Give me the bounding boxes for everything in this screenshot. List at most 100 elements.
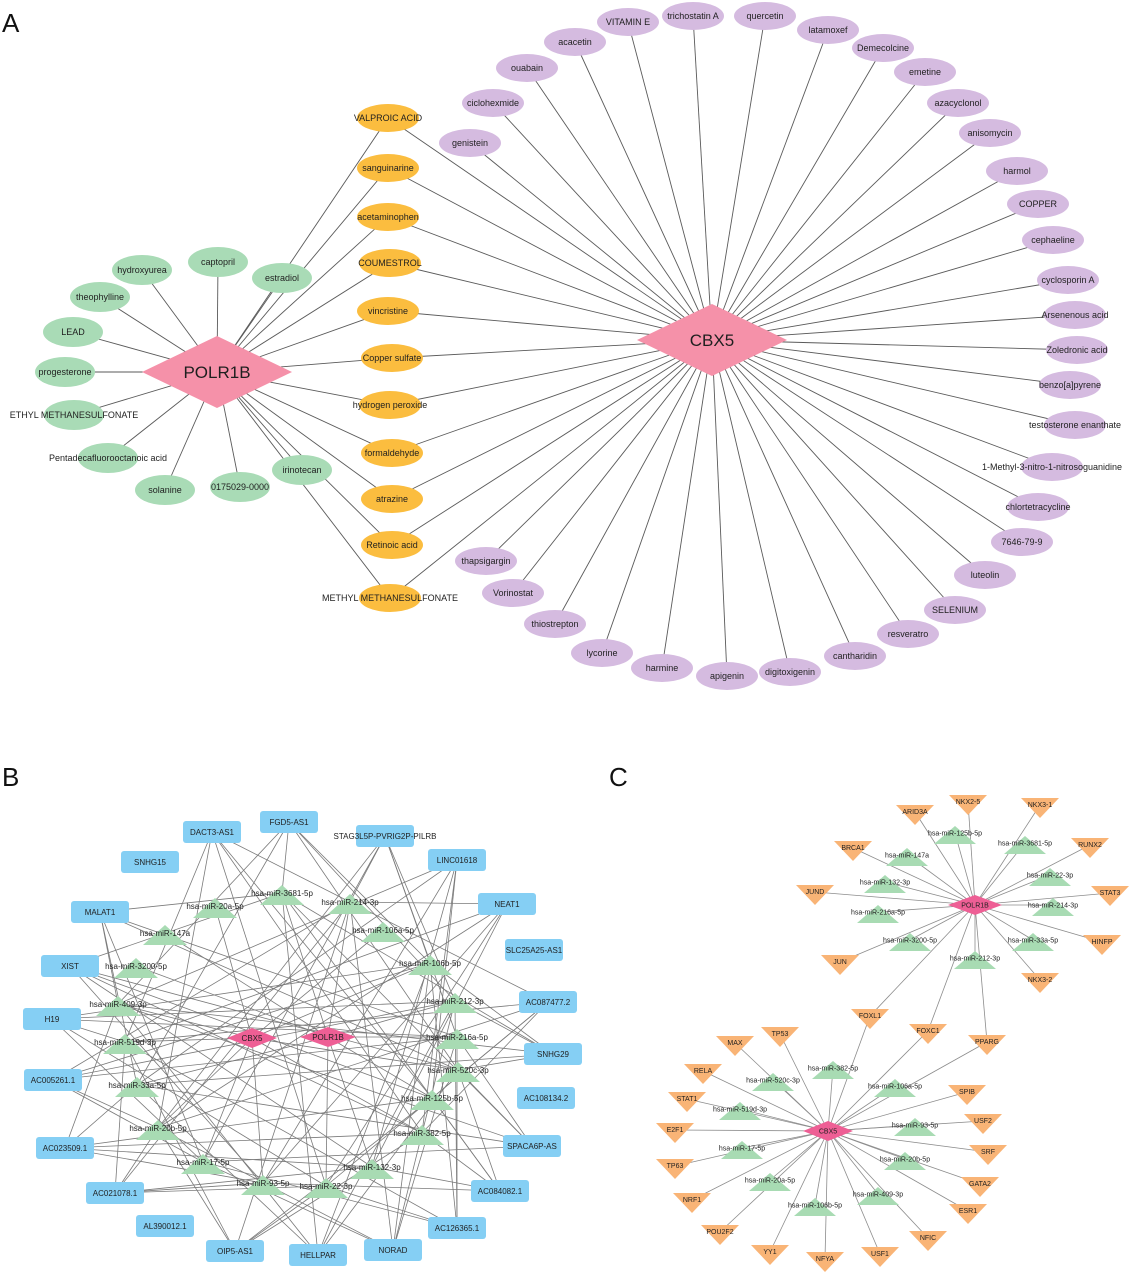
- cbx5-drug-node: ouabain: [496, 54, 558, 82]
- shared-drug-node-shape: [357, 154, 419, 182]
- shared-drug-node-label: hydrogen peroxide: [353, 400, 428, 410]
- drug-gene-edge: [711, 102, 959, 341]
- cbx5-drug-node-label: VITAMIN E: [606, 17, 650, 27]
- shared-drug-node-shape: [361, 531, 423, 559]
- mirna-node-shape: [114, 958, 158, 978]
- cbx5-drug-node: acacetin: [544, 28, 606, 56]
- tf-node: NFIC: [909, 1231, 947, 1251]
- gene-hub-cbx5: CBX5: [227, 1028, 277, 1048]
- lncrna-node: SNHG29: [524, 1043, 582, 1065]
- regulation-edge: [974, 804, 1041, 906]
- cbx5-drug-node-label: 7646-79-9: [1001, 537, 1042, 547]
- mirna-node: hsa-miR-520c-3p: [427, 1062, 489, 1082]
- mirna-node-label: hsa-miR-147a: [885, 853, 929, 860]
- drug-gene-edge: [711, 339, 909, 635]
- regulation-edge: [827, 1015, 871, 1132]
- polr1b-drug-node-shape: [112, 255, 172, 285]
- mirna-node-label: hsa-miR-132-3p: [343, 1163, 401, 1172]
- lncrna-node-shape: [356, 825, 414, 847]
- mirna-gene-edge: [251, 1037, 264, 1184]
- lncrna-mirna-edge: [52, 962, 431, 1081]
- tf-node-shape: [834, 841, 872, 861]
- mirna-node-shape: [181, 1154, 225, 1174]
- mirna-node-label: hsa-miR-520c-3p: [427, 1066, 489, 1075]
- lncrna-node: AC023509.1: [36, 1137, 94, 1159]
- shared-drug-node: formaldehyde: [361, 439, 423, 467]
- cbx5-drug-node-label: 1-Methyl-3-nitro-1-nitrosoguanidine: [982, 462, 1122, 472]
- lncrna-node-label: AC021078.1: [93, 1189, 138, 1198]
- polr1b-drug-node-label: ETHYL METHANESULFONATE: [10, 410, 139, 420]
- tf-node-label: SRF: [981, 1149, 995, 1156]
- cbx5-drug-node-label: latamoxef: [808, 25, 848, 35]
- mirna-node: hsa-miR-382-5p: [808, 1061, 858, 1079]
- cbx5-drug-node: Vorinostat: [482, 579, 544, 607]
- drug-gene-edge: [492, 102, 713, 341]
- mirna-node-shape: [115, 1077, 159, 1097]
- tf-node-shape: [909, 1024, 947, 1044]
- lncrna-mirna-edge: [99, 892, 283, 913]
- regulation-edge: [954, 832, 976, 906]
- lncrna-mirna-edge: [429, 962, 554, 1055]
- drug-gene-edge: [711, 339, 728, 677]
- lncrna-node-shape: [428, 849, 486, 871]
- polr1b-drug-node: theophylline: [70, 282, 130, 312]
- cbx5-drug-node-shape: [631, 654, 693, 682]
- mirna-node-label: hsa-miR-3681-5p: [251, 889, 313, 898]
- tf-node: TP53: [761, 1027, 799, 1047]
- lncrna-node-label: FGD5-AS1: [269, 818, 309, 827]
- lncrna-mirna-edge: [157, 835, 386, 1129]
- tf-node: TP63: [656, 1159, 694, 1179]
- lncrna-mirna-edge: [114, 1185, 327, 1194]
- regulation-edge: [974, 904, 1041, 981]
- lncrna-node-label: MALAT1: [85, 908, 116, 917]
- cbx5-drug-node-shape: [1007, 190, 1069, 218]
- regulation-edge: [769, 1130, 829, 1253]
- tf-node-label: USF2: [974, 1118, 992, 1125]
- shared-drug-node-shape: [357, 297, 419, 325]
- lncrna-mirna-edge: [99, 911, 204, 1163]
- mirna-node-shape: [350, 1159, 394, 1179]
- tf-node: GATA2: [961, 1177, 999, 1197]
- cbx5-drug-node: lycorine: [571, 639, 633, 667]
- tf-node-label: NFYA: [816, 1256, 834, 1263]
- tf-node: YY1: [751, 1245, 789, 1265]
- tf-node-label: JUND: [806, 889, 825, 896]
- polr1b-drug-node-label: estradiol: [265, 273, 299, 283]
- cbx5-drug-node-label: benzo[a]pyrene: [1039, 380, 1101, 390]
- mirna-node-label: hsa-miR-216a-5p: [426, 1033, 488, 1042]
- regulation-edge: [839, 904, 976, 963]
- tf-node: FOXC1: [909, 1024, 947, 1044]
- cbx5-drug-node: quercetin: [734, 2, 796, 30]
- cbx5-drug-node-shape: [524, 610, 586, 638]
- drug-gene-edge: [711, 339, 986, 576]
- mirna-node-label: hsa-miR-147a: [140, 929, 191, 938]
- mirna-node: hsa-miR-20a-5p: [745, 1173, 795, 1191]
- tf-node-label: YY1: [763, 1249, 776, 1256]
- tf-node: STAT1: [668, 1092, 706, 1112]
- lncrna-node-shape: [428, 1217, 486, 1239]
- tf-node-shape: [964, 1114, 1002, 1134]
- lncrna-mirna-edge: [124, 1001, 549, 1043]
- lncrna-mirna-edge: [124, 1041, 458, 1229]
- tf-node-shape: [1021, 798, 1059, 818]
- cbx5-drug-node: azacyclonol: [927, 89, 989, 117]
- mirna-node-label: hsa-miR-20a-5p: [745, 1178, 795, 1185]
- mirna-node-label: hsa-miR-216a-5p: [851, 910, 905, 917]
- lncrna-mirna-edge: [124, 903, 508, 1043]
- tf-node-label: FOXL1: [859, 1013, 881, 1020]
- mirna-gene-edge: [327, 1036, 433, 1099]
- regulation-edge: [814, 891, 976, 906]
- cbx5-drug-node: cephaeline: [1022, 226, 1084, 254]
- tf-node-label: TP53: [772, 1031, 789, 1038]
- lncrna-node: MALAT1: [71, 901, 129, 923]
- regulation-edge: [686, 1098, 829, 1132]
- lncrna-mirna-edge: [52, 1036, 458, 1081]
- mirna-node-shape: [1012, 933, 1054, 951]
- lncrna-mirna-edge: [69, 892, 283, 967]
- cbx5-drug-node-shape: [455, 547, 517, 575]
- mirna-node: hsa-miR-33a-5p: [108, 1077, 166, 1097]
- tf-node: STAT3: [1091, 886, 1129, 906]
- mirna-node-label: hsa-miR-17-5p: [177, 1158, 230, 1167]
- mirna-node-label: hsa-miR-33a-5p: [108, 1081, 166, 1090]
- lncrna-node-label: SNHG29: [537, 1050, 570, 1059]
